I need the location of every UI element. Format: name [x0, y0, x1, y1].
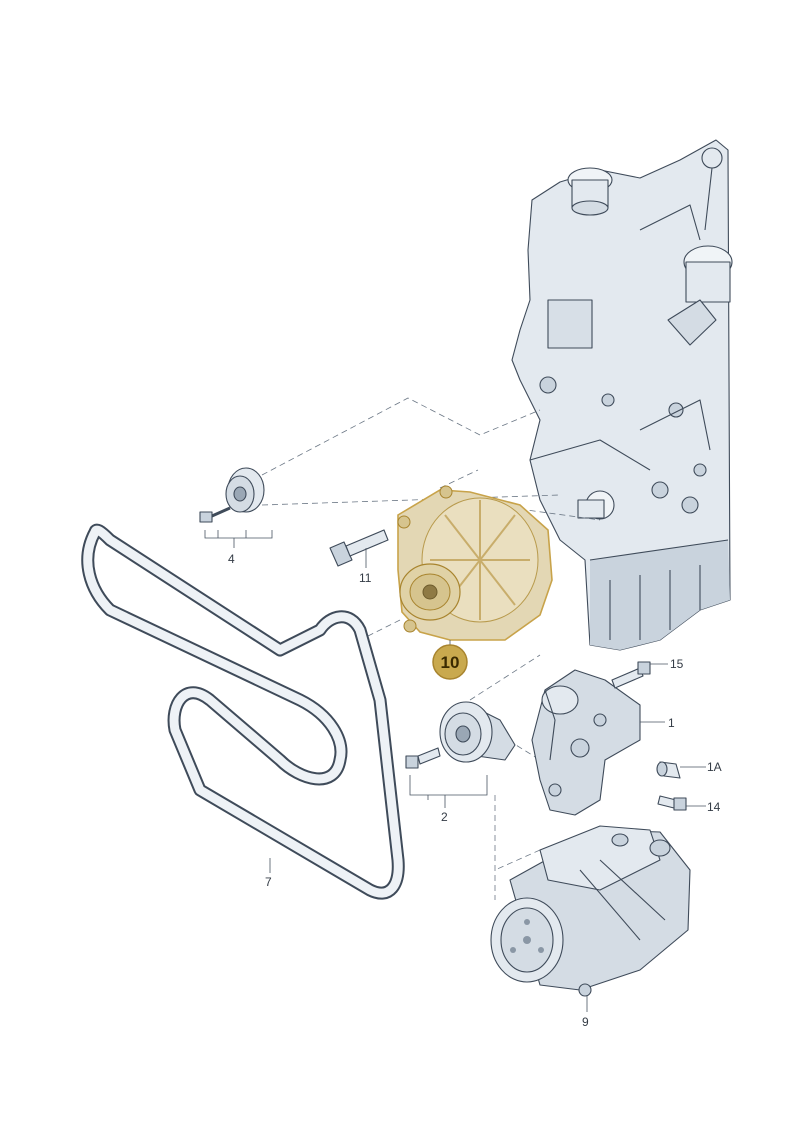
bracket-icon	[531, 669, 641, 816]
ac-compressor-icon	[490, 825, 691, 997]
idler-pulley-icon	[225, 467, 265, 513]
assembly-lines	[261, 397, 601, 900]
callout-14: 14	[707, 800, 721, 814]
callout-label: 1A	[707, 760, 722, 774]
bolt-icon	[611, 661, 651, 689]
callout-label: 2	[441, 810, 448, 824]
engine-block-icon	[511, 139, 733, 651]
callout-label: 15	[670, 657, 684, 671]
callout-1A: 1A	[707, 760, 722, 774]
callout-15: 15	[670, 657, 684, 671]
sleeve-icon	[656, 761, 681, 779]
callout-label: 9	[582, 1015, 589, 1029]
leader-lines	[204, 530, 706, 1012]
callout-label: 1	[668, 716, 675, 730]
bolt-icon	[657, 795, 687, 811]
callout-label: 14	[707, 800, 721, 814]
alternator-icon	[397, 485, 553, 641]
callout-label: 10	[441, 653, 460, 672]
callout-label: 7	[265, 875, 272, 889]
callout-label: 4	[228, 552, 235, 566]
bolt-icon	[329, 529, 389, 567]
bolt-icon	[405, 747, 441, 769]
callout-9: 9	[582, 1015, 589, 1029]
callout-4: 4	[228, 552, 235, 566]
tensioner-pulley-icon	[439, 701, 516, 763]
callout-1: 1	[668, 716, 675, 730]
callout-label: 11	[359, 571, 372, 585]
callout-10: 10	[432, 644, 468, 680]
callout-2: 2	[441, 810, 448, 824]
bolt-icon	[199, 506, 231, 523]
callout-7: 7	[265, 875, 272, 889]
callout-badge	[432, 644, 468, 680]
drive-belt-icon	[81, 523, 405, 900]
callout-11: 11	[359, 571, 372, 585]
